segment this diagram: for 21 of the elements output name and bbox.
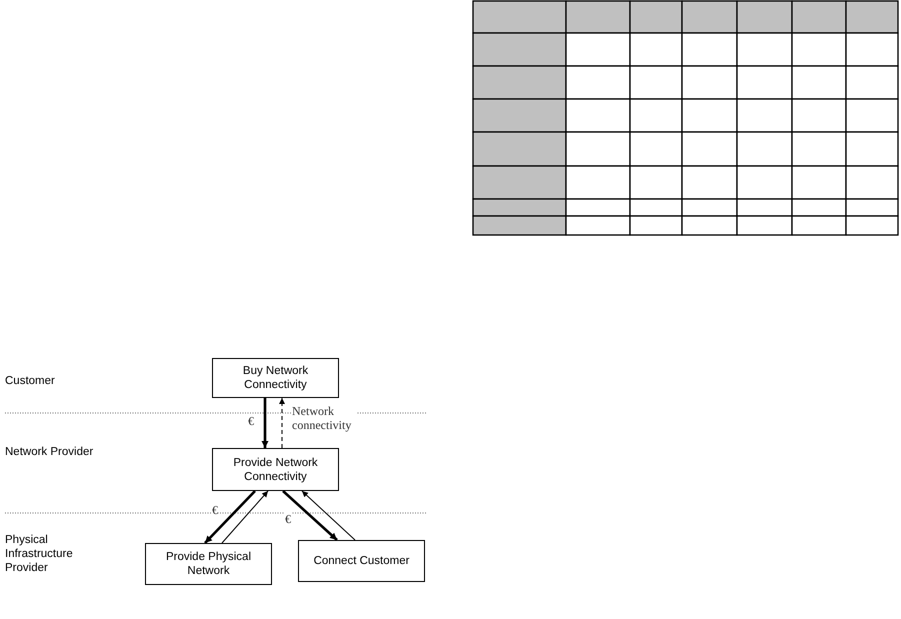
arrow xyxy=(302,490,356,540)
arrow xyxy=(262,398,268,448)
edge-label: € xyxy=(285,512,291,526)
box-text: Connect Customer xyxy=(314,554,410,568)
edge-label: € xyxy=(212,503,218,517)
edge-label: € xyxy=(248,414,254,428)
box-text: Provide Network Connectivity xyxy=(232,456,319,484)
edge-label: Network connectivity xyxy=(292,404,356,432)
lane-label: Physical Infrastructure Provider xyxy=(5,533,74,575)
arrow xyxy=(204,490,256,544)
process-box xyxy=(212,448,339,491)
arrow xyxy=(222,490,268,544)
lane-label: Customer xyxy=(5,374,56,388)
box-text: Buy Network Connectivity xyxy=(242,364,310,392)
process-box xyxy=(298,540,425,582)
lane-label: Network Provider xyxy=(5,445,94,459)
arrow xyxy=(282,490,338,541)
process-box xyxy=(212,358,339,398)
arrow xyxy=(279,398,285,448)
process-box xyxy=(145,543,272,585)
box-text: Provide Physical Network xyxy=(164,550,252,578)
